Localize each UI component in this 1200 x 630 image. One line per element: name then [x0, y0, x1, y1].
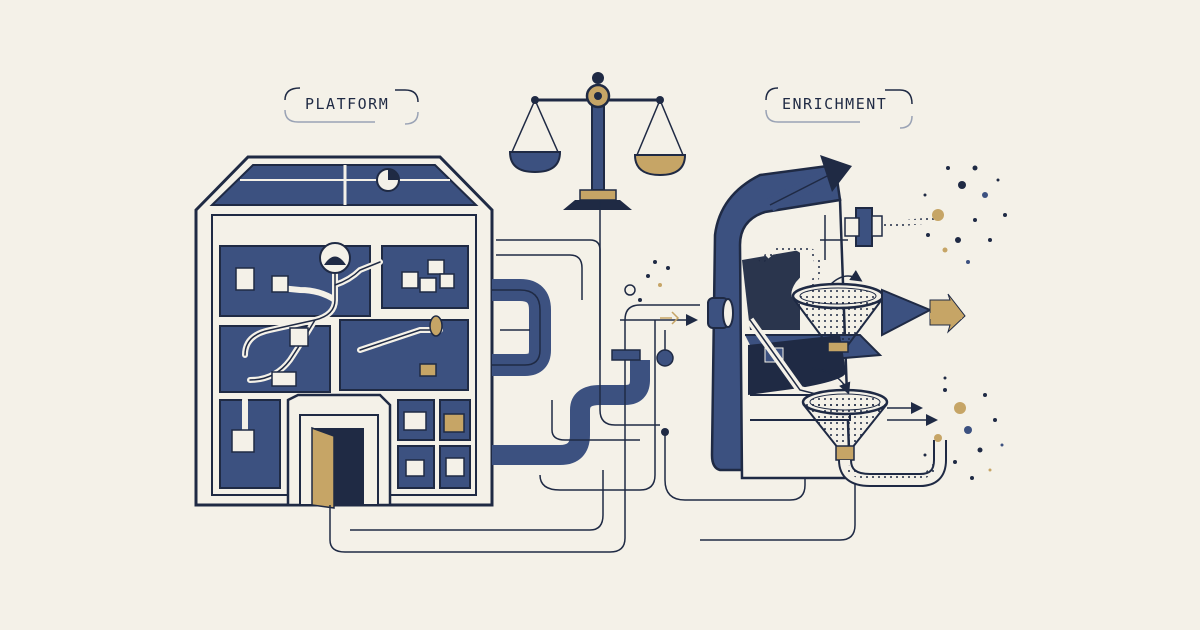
enrichment-label-bracket: [765, 87, 913, 129]
particles-top: [923, 165, 1007, 264]
particles-bottom: [923, 376, 1004, 480]
building-icon: [194, 155, 494, 509]
funnel-icon: [801, 367, 947, 487]
connector-pipes: [329, 200, 856, 553]
enrichment-label: ENRICHMENT: [782, 95, 888, 113]
platform-label-bracket: [284, 87, 419, 125]
funnel-icon: [791, 270, 966, 353]
platform-label: PLATFORM: [305, 95, 390, 113]
balance-scale-icon: [508, 72, 687, 210]
door-icon: [311, 426, 364, 509]
